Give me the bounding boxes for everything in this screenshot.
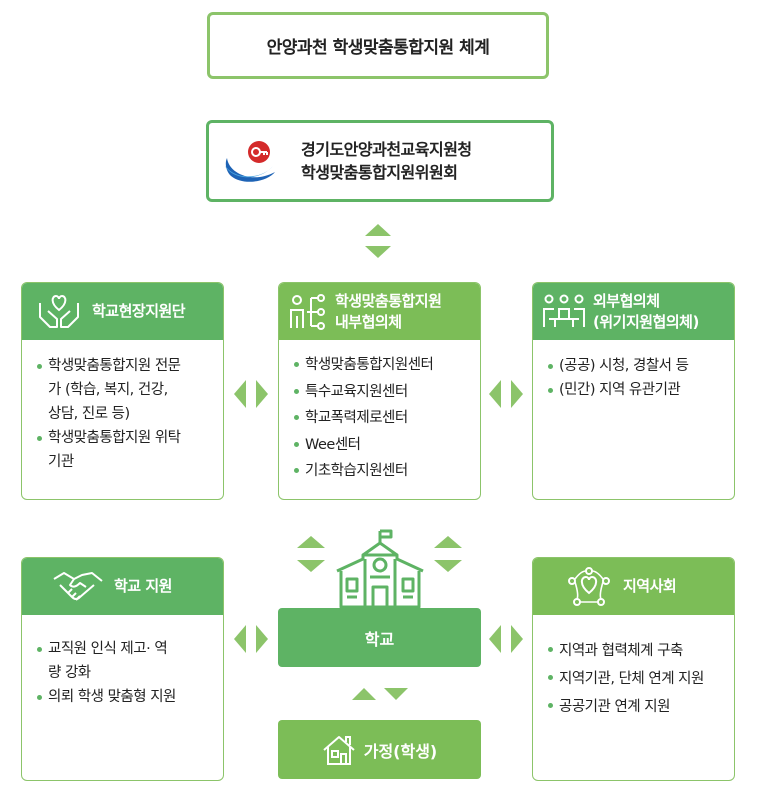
list-item: 의뢰 학생 맞춤형 지원 — [36, 685, 213, 709]
list-item: 지역기관, 단체 연계 지원 — [547, 665, 724, 693]
people-network-icon — [290, 293, 325, 330]
list-item: 학생맞춤통합지원 위탁 기관 — [36, 426, 213, 474]
left-right-arrow-icon — [234, 625, 268, 653]
up-down-arrow-icon — [352, 688, 408, 700]
school-box: 학교 — [278, 608, 481, 667]
committee-name: 경기도안양과천교육지원청 학생맞춤통합지원위원회 — [301, 138, 472, 184]
external-council-header: 외부협의체 (위기지원협의체) — [533, 283, 734, 340]
school-building-icon — [336, 529, 424, 609]
internal-council-title: 학생맞춤통합지원 내부협의체 — [335, 291, 442, 333]
community-network-icon — [568, 566, 610, 606]
list-item: 학교폭력제로센터 — [293, 405, 470, 432]
community-list: 지역과 협력체계 구축 지역기관, 단체 연계 지원 공공기관 연계 지원 — [547, 637, 724, 721]
internal-council-header: 학생맞춤통합지원 내부협의체 — [279, 283, 480, 340]
list-item: 기초학습지원센터 — [293, 458, 470, 485]
house-icon — [323, 735, 355, 765]
committee-line2: 학생맞춤통합지원위원회 — [301, 163, 458, 182]
internal-council-card: 학생맞춤통합지원 내부협의체 학생맞춤통합지원센터 특수교육지원센터 학교폭력제… — [278, 282, 481, 500]
up-down-arrow-icon — [297, 536, 325, 572]
home-label: 가정(학생) — [363, 741, 438, 761]
list-item: (공공) 시청, 경찰서 등 — [547, 354, 724, 378]
left-right-arrow-icon — [234, 380, 268, 408]
school-support-card: 학교 지원 교직원 인식 제고· 역량 강화 의뢰 학생 맞춤형 지원 — [21, 557, 224, 781]
external-council-title-line2: (위기지원협의체) — [593, 312, 699, 331]
handshake-icon — [53, 571, 103, 601]
list-item: 공공기관 연계 지원 — [547, 693, 724, 721]
community-title: 지역사회 — [623, 577, 677, 595]
field-support-card: 학교현장지원단 학생맞춤통합지원 전문가 (학습, 복지, 건강, 상담, 진로… — [21, 282, 224, 500]
field-support-list: 학생맞춤통합지원 전문가 (학습, 복지, 건강, 상담, 진로 등) 학생맞춤… — [36, 354, 213, 474]
internal-council-title-line2: 내부협의체 — [335, 312, 402, 331]
system-title-box: 안양과천 학생맞춤통합지원 체계 — [207, 12, 549, 79]
list-item: 지역과 협력체계 구축 — [547, 637, 724, 665]
list-item: (민간) 지역 유관기관 — [547, 378, 724, 402]
school-support-header: 학교 지원 — [22, 558, 223, 615]
left-right-arrow-icon — [489, 380, 523, 408]
up-down-arrow-icon — [365, 224, 391, 258]
education-office-logo-icon — [225, 141, 275, 182]
left-right-arrow-icon — [489, 625, 523, 653]
school-support-list: 교직원 인식 제고· 역량 강화 의뢰 학생 맞춤형 지원 — [36, 637, 213, 709]
committee-box: 경기도안양과천교육지원청 학생맞춤통합지원위원회 — [206, 120, 554, 202]
list-item: 특수교육지원센터 — [293, 379, 470, 406]
external-council-title: 외부협의체 (위기지원협의체) — [593, 291, 699, 333]
internal-council-title-line1: 학생맞춤통합지원 — [335, 291, 442, 310]
list-item: 학생맞춤통합지원센터 — [293, 352, 470, 379]
internal-council-list: 학생맞춤통합지원센터 특수교육지원센터 학교폭력제로센터 Wee센터 기초학습지… — [293, 352, 470, 485]
external-council-card: 외부협의체 (위기지원협의체) (공공) 시청, 경찰서 등 (민간) 지역 유… — [532, 282, 735, 500]
school-support-title: 학교 지원 — [114, 577, 172, 595]
external-council-title-line1: 외부협의체 — [593, 291, 660, 310]
community-header: 지역사회 — [533, 558, 734, 615]
school-label: 학교 — [364, 629, 395, 649]
field-support-header: 학교현장지원단 — [22, 283, 223, 340]
committee-line1: 경기도안양과천교육지원청 — [301, 140, 472, 159]
meeting-people-icon — [543, 294, 585, 327]
field-support-title: 학교현장지원단 — [92, 302, 186, 320]
external-council-list: (공공) 시청, 경찰서 등 (민간) 지역 유관기관 — [547, 354, 724, 402]
community-card: 지역사회 지역과 협력체계 구축 지역기관, 단체 연계 지원 공공기관 연계 … — [532, 557, 735, 781]
system-title: 안양과천 학생맞춤통합지원 체계 — [266, 38, 490, 58]
list-item: Wee센터 — [293, 432, 470, 459]
hands-heart-icon — [39, 294, 79, 328]
list-item: 교직원 인식 제고· 역량 강화 — [36, 637, 213, 685]
list-item: 학생맞춤통합지원 전문가 (학습, 복지, 건강, 상담, 진로 등) — [36, 354, 213, 426]
home-box: 가정(학생) — [278, 720, 481, 779]
up-down-arrow-icon — [434, 536, 462, 572]
